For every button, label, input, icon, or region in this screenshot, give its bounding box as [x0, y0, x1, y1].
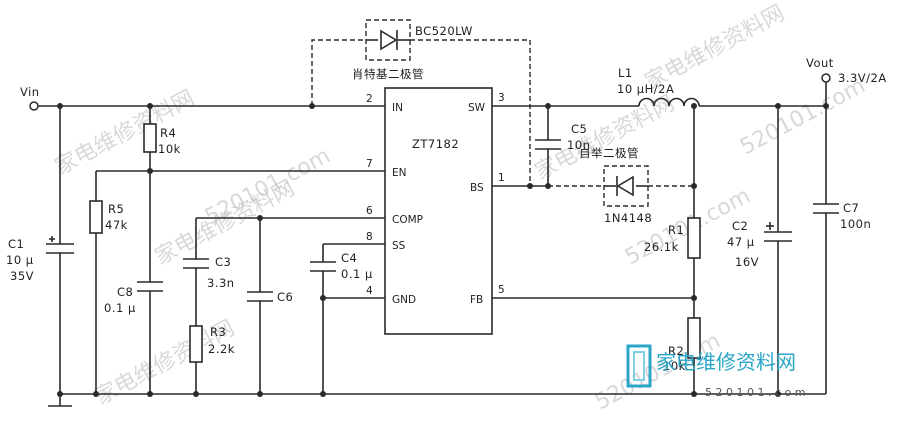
pin-name: FB [470, 294, 483, 306]
c8-ref: C8 [117, 285, 133, 299]
c1-ref: C1 [8, 237, 24, 251]
resistor-r1: R1 26.1k [644, 217, 701, 259]
resistor-r5: R5 47k [89, 200, 128, 234]
r2-ref: R2 [668, 344, 684, 358]
capacitor-c5: C5 10n [535, 122, 590, 152]
schottky-part: BC520LW [415, 24, 473, 38]
bootstrap-part: 1N4148 [604, 211, 652, 225]
capacitor-c8: C8 0.1 μ [104, 281, 163, 315]
watermark-url: 520101.com [736, 73, 870, 160]
bootstrap-label: 自举二极管 [579, 146, 639, 160]
resistor-r2: R2 10k [663, 317, 701, 373]
watermark-cn: 家电维修资料网 [531, 91, 679, 185]
ic-name: ZT7182 [412, 137, 459, 151]
pin-name: SW [468, 102, 486, 114]
ic-body [384, 87, 493, 335]
logo-cn-text: 家电维修资料网 [656, 350, 796, 374]
logo-url-text: 5 2 0 1 0 1 . c o m [705, 386, 805, 399]
r1-value: 26.1k [644, 240, 679, 254]
pin-name: BS [470, 182, 484, 194]
resistor-r3: R3 2.2k [189, 325, 235, 363]
c3-value: 3.3n [207, 276, 235, 290]
c1-value: 10 μ [6, 253, 34, 267]
r3-ref: R3 [210, 325, 226, 339]
r5-value: 47k [105, 218, 128, 232]
c4-value: 0.1 μ [341, 267, 373, 281]
c8-value: 0.1 μ [104, 301, 136, 315]
c5-ref: C5 [571, 122, 587, 136]
vout-label: Vout [806, 56, 834, 70]
c2-voltage: 16V [735, 255, 759, 269]
capacitor-c3: C3 3.3n [183, 255, 235, 290]
capacitor-c2: C2 47 μ 16V [727, 219, 792, 269]
pin-number: 8 [366, 231, 373, 243]
capacitor-c4: C4 0.1 μ [310, 251, 373, 281]
pin-number: 3 [498, 92, 505, 104]
r3-value: 2.2k [208, 342, 235, 356]
diode-symbol-icon [380, 29, 398, 51]
l1-value: 10 μH/2A [617, 82, 674, 96]
c2-value: 47 μ [727, 235, 755, 249]
r4-value: 10k [158, 142, 181, 156]
pin-number: 7 [366, 158, 373, 170]
pin-number: 6 [366, 205, 373, 217]
pin-number: 4 [366, 285, 373, 297]
c7-value: 100n [840, 217, 871, 231]
schottky-diode: BC520LW 肖特基二极管 [352, 19, 473, 81]
c4-ref: C4 [341, 251, 357, 265]
inductor-l1: L1 10 μH/2A [617, 66, 700, 107]
vin-terminal [29, 101, 39, 111]
l1-ref: L1 [618, 66, 633, 80]
junction-dots [57, 103, 829, 397]
pin-number: 2 [366, 93, 373, 105]
capacitor-c1: C1 10 μ 35V [6, 236, 74, 283]
diode-symbol-icon [616, 175, 634, 197]
schottky-label: 肖特基二极管 [352, 67, 424, 81]
vout-terminal [821, 73, 831, 83]
pin-number: 5 [498, 284, 505, 296]
resistor-r4: R4 10k [143, 123, 181, 156]
pin-name: GND [392, 294, 416, 306]
r4-ref: R4 [160, 126, 176, 140]
r2-value: 10k [663, 359, 686, 373]
wires [38, 82, 827, 407]
pin-name: EN [392, 167, 407, 179]
ic-zt7182: ZT7182 2 IN 7 EN 6 COMP 8 SS 4 GND 3 SW … [366, 87, 505, 335]
bootstrap-diode: 自举二极管 1N4148 [579, 146, 652, 225]
vin-label: Vin [20, 85, 40, 99]
c1-voltage: 35V [10, 269, 34, 283]
capacitor-c6: C6 [247, 290, 293, 304]
r1-ref: R1 [668, 223, 684, 237]
terminals: Vin Vout 3.3V/2A [20, 56, 887, 111]
c2-ref: C2 [732, 219, 748, 233]
dashed-wires [311, 39, 694, 187]
pin-number: 1 [498, 172, 505, 184]
pin-name: COMP [392, 214, 423, 226]
site-logo: 家电维修资料网 5 2 0 1 0 1 . c o m [626, 344, 805, 399]
site-logo-icon [626, 344, 652, 388]
pin-name: SS [392, 240, 406, 252]
c7-ref: C7 [843, 201, 859, 215]
pin-name: IN [392, 102, 403, 114]
c6-ref: C6 [277, 290, 293, 304]
c5-value: 10n [567, 138, 590, 152]
watermark-cn: 家电维修资料网 [51, 86, 199, 180]
capacitor-c7: C7 100n [813, 201, 871, 231]
r5-ref: R5 [108, 202, 124, 216]
c3-ref: C3 [215, 255, 231, 269]
vout-spec-label: 3.3V/2A [838, 71, 887, 85]
